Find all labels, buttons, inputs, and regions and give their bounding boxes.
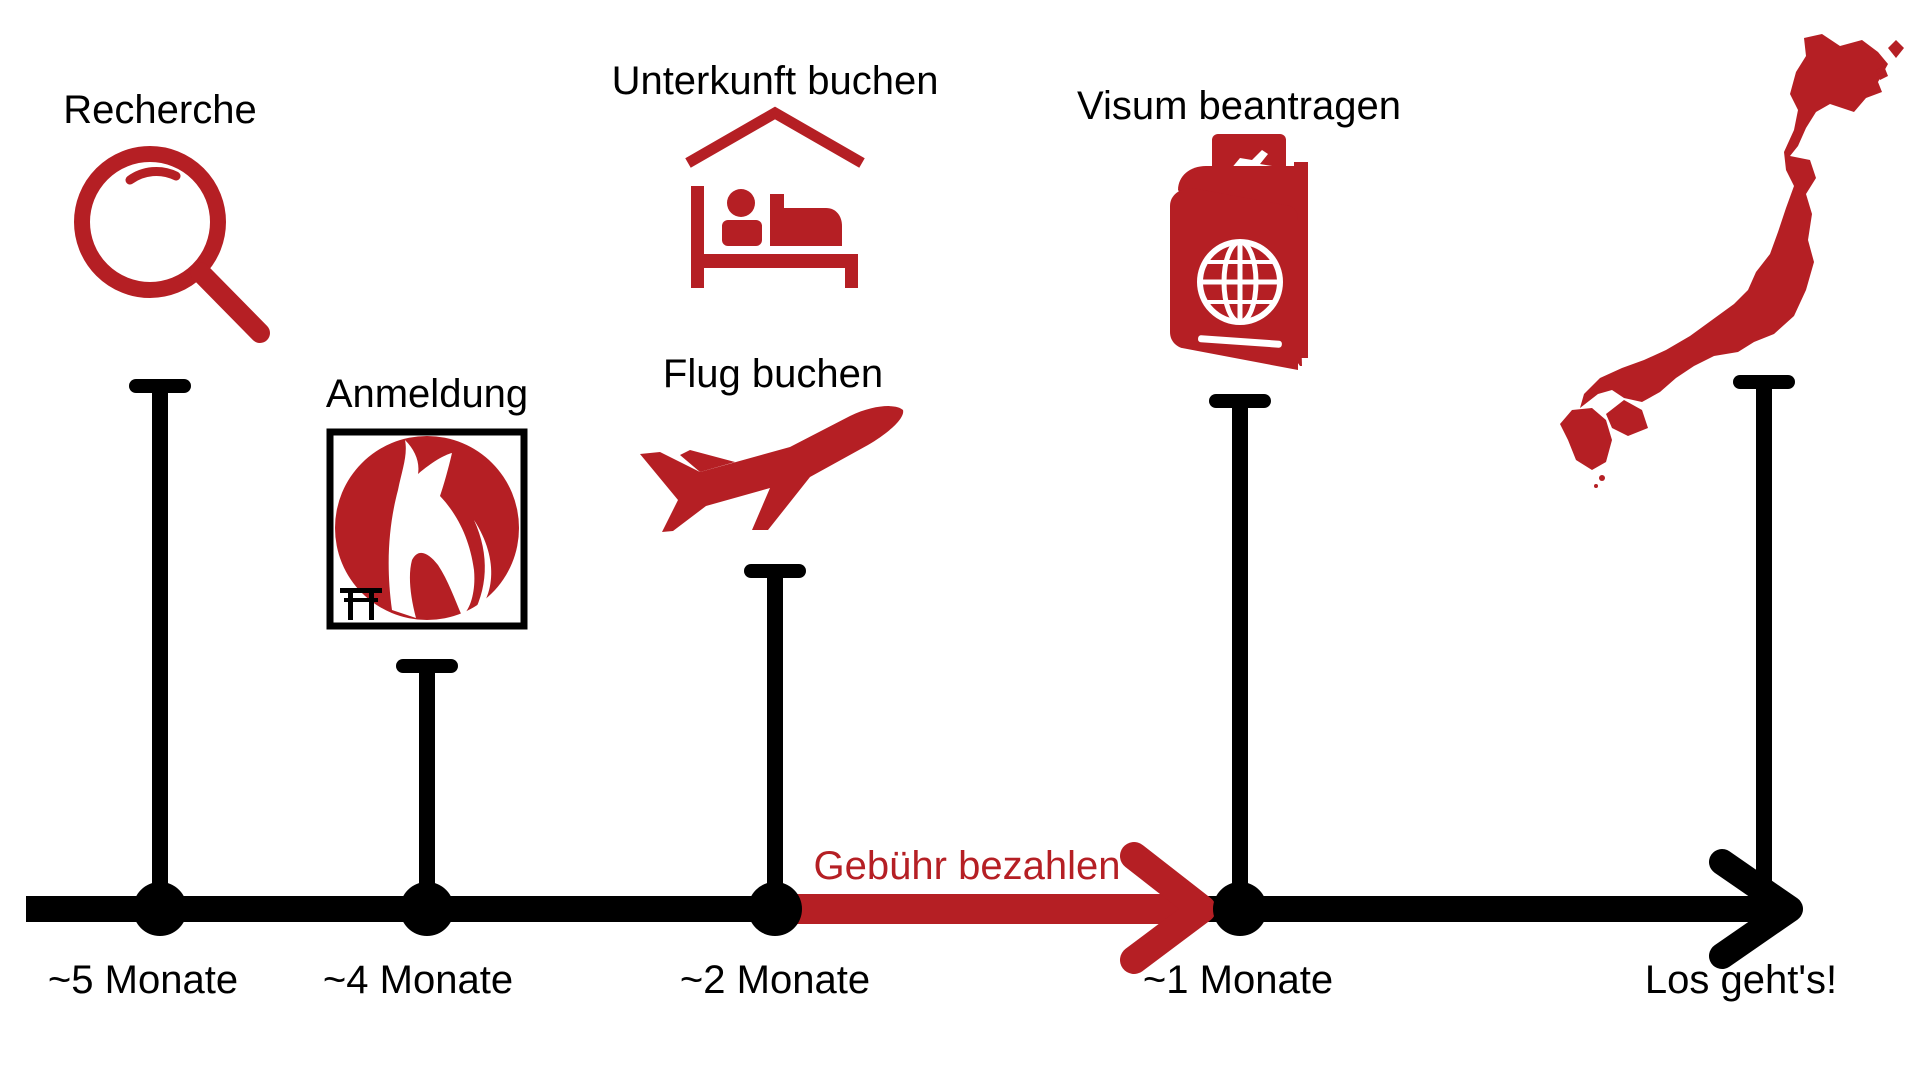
passport-icon: [1170, 134, 1308, 370]
dot-recherche: [133, 882, 187, 936]
stem-visum: [1209, 394, 1271, 909]
fox-shrine-logo-icon: [326, 428, 528, 630]
timeline-arrowhead: [1709, 849, 1803, 969]
task-label-flug: Flug buchen: [662, 352, 884, 396]
airplane-icon: [640, 406, 904, 532]
task-label-anmeldung: Anmeldung: [325, 372, 529, 416]
japan-map-icon: [1560, 34, 1904, 488]
stem-start: [1733, 375, 1795, 909]
dot-visum: [1213, 882, 1267, 936]
dot-buchung: [748, 882, 802, 936]
hotel-bed-icon: [685, 106, 865, 288]
time-label-buchung: ~2 Monate: [679, 958, 871, 1002]
stem-anmeldung: [396, 659, 458, 909]
milestone-stems: [129, 375, 1795, 909]
time-label-start: Los geht's!: [1644, 958, 1838, 1002]
task-label-visum: Visum beantragen: [1077, 84, 1401, 128]
fee-segment-arrowhead: [1120, 842, 1216, 974]
milestone-dots: [133, 882, 1267, 936]
time-label-anmeldung: ~4 Monate: [322, 958, 514, 1002]
magnifier-icon: [74, 146, 270, 343]
stem-recherche: [129, 379, 191, 909]
time-label-recherche: ~5 Monate: [47, 958, 239, 1002]
stem-buchung: [744, 564, 806, 909]
task-label-unterkunft: Unterkunft buchen: [611, 59, 939, 103]
time-label-visum: ~1 Monate: [1142, 958, 1334, 1002]
task-label-recherche: Recherche: [63, 88, 257, 132]
timeline: [26, 842, 1803, 974]
fee-segment-label: Gebühr bezahlen: [813, 844, 1121, 888]
dot-anmeldung: [400, 882, 454, 936]
